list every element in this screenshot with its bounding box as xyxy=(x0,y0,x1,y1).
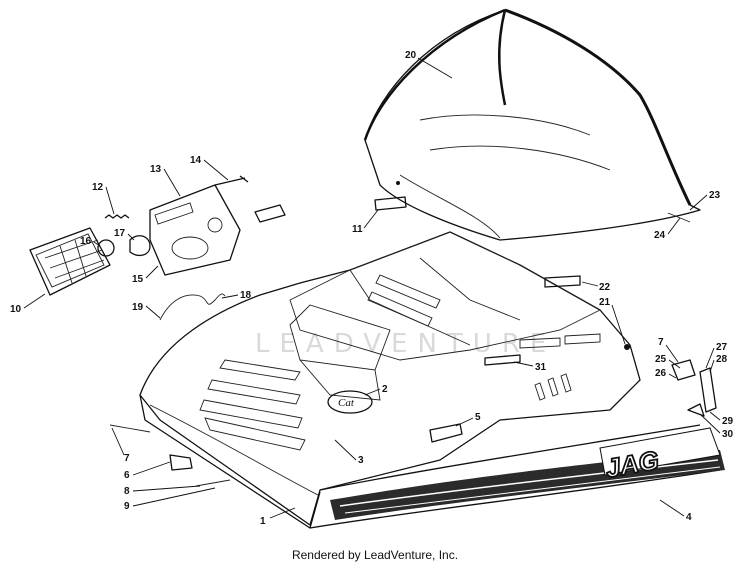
svg-text:16: 16 xyxy=(80,236,92,247)
callout-20: 20 xyxy=(405,50,453,79)
windshield-decal xyxy=(374,196,407,211)
svg-text:19: 19 xyxy=(132,302,144,313)
callout-19: 19 xyxy=(132,302,161,319)
spring xyxy=(104,214,130,219)
callout-13: 13 xyxy=(150,164,181,197)
vent-trim xyxy=(484,354,521,366)
callout-5: 5 xyxy=(455,412,481,427)
callout-12: 12 xyxy=(92,182,115,215)
cable-guide xyxy=(169,454,193,471)
callout-26: 26 xyxy=(655,368,677,379)
svg-text:7: 7 xyxy=(658,337,664,348)
wire-harness xyxy=(159,293,226,321)
callout-27: 27 xyxy=(705,342,728,369)
svg-text:5: 5 xyxy=(475,412,481,423)
adjuster xyxy=(254,204,286,223)
hood xyxy=(139,231,721,529)
callout-18: 18 xyxy=(221,290,252,301)
callout-15: 15 xyxy=(132,265,159,285)
callout-8: 8 xyxy=(124,485,201,497)
windshield xyxy=(363,8,701,241)
callout-22: 22 xyxy=(581,281,611,293)
svg-text:17: 17 xyxy=(114,228,126,239)
svg-text:29: 29 xyxy=(722,416,734,427)
svg-text:30: 30 xyxy=(722,429,734,440)
svg-text:23: 23 xyxy=(709,190,721,201)
side-decal: JAG xyxy=(330,427,725,520)
svg-text:12: 12 xyxy=(92,182,104,193)
callout-2: 2 xyxy=(364,384,388,396)
latch-assembly xyxy=(671,359,717,417)
svg-text:6: 6 xyxy=(124,470,130,481)
callout-3: 3 xyxy=(334,439,364,466)
callout-16: 16 xyxy=(80,236,101,247)
callout-30: 30 xyxy=(699,413,734,440)
screw xyxy=(195,479,231,487)
bolt xyxy=(214,175,249,186)
callout-14: 14 xyxy=(190,155,229,181)
svg-text:Cat: Cat xyxy=(338,397,355,409)
callout-24: 24 xyxy=(654,217,681,241)
hood-emblem: Cat xyxy=(327,390,373,414)
callout-11: 11 xyxy=(352,209,379,235)
headlight-bracket xyxy=(149,184,241,276)
callout-28: 28 xyxy=(709,354,728,373)
callout-25: 25 xyxy=(655,354,681,369)
windshield-fastener xyxy=(667,212,691,223)
hood-decal xyxy=(544,275,581,288)
svg-text:9: 9 xyxy=(124,501,130,512)
svg-text:22: 22 xyxy=(599,282,611,293)
svg-text:26: 26 xyxy=(655,368,667,379)
callout-7-right: 7 xyxy=(658,337,679,363)
footer-credit: Rendered by LeadVenture, Inc. xyxy=(291,548,459,562)
callout-10: 10 xyxy=(10,293,46,315)
callout-7-left: 7 xyxy=(111,427,130,464)
svg-text:1: 1 xyxy=(260,516,266,527)
callout-31: 31 xyxy=(513,361,547,373)
svg-text:10: 10 xyxy=(10,304,22,315)
svg-text:28: 28 xyxy=(716,354,728,365)
svg-text:13: 13 xyxy=(150,164,162,175)
svg-text:24: 24 xyxy=(654,230,666,241)
callout-6: 6 xyxy=(124,461,171,481)
svg-text:15: 15 xyxy=(132,274,144,285)
svg-text:3: 3 xyxy=(358,455,364,466)
watermark: LEADVENTURE xyxy=(255,329,556,359)
svg-text:31: 31 xyxy=(535,362,547,373)
svg-text:11: 11 xyxy=(352,224,363,235)
grommet xyxy=(624,344,630,350)
callout-4: 4 xyxy=(659,499,692,523)
svg-text:20: 20 xyxy=(405,50,417,61)
side-reflector xyxy=(429,423,463,443)
svg-text:14: 14 xyxy=(190,155,202,166)
hinge-pin xyxy=(109,424,151,433)
svg-text:21: 21 xyxy=(599,297,611,308)
svg-text:27: 27 xyxy=(716,342,728,353)
svg-text:8: 8 xyxy=(124,486,130,497)
svg-text:18: 18 xyxy=(240,290,252,301)
callout-17: 17 xyxy=(114,228,135,241)
svg-text:25: 25 xyxy=(655,354,667,365)
callout-23: 23 xyxy=(689,190,721,211)
callout-9: 9 xyxy=(124,487,216,512)
callout-1: 1 xyxy=(260,507,296,527)
callout-21: 21 xyxy=(599,297,626,345)
headlight-assembly xyxy=(29,227,111,296)
bulb-socket xyxy=(97,235,151,257)
svg-text:7: 7 xyxy=(124,453,130,464)
svg-text:4: 4 xyxy=(686,512,692,523)
callout-29: 29 xyxy=(709,411,734,427)
svg-text:2: 2 xyxy=(382,384,388,395)
